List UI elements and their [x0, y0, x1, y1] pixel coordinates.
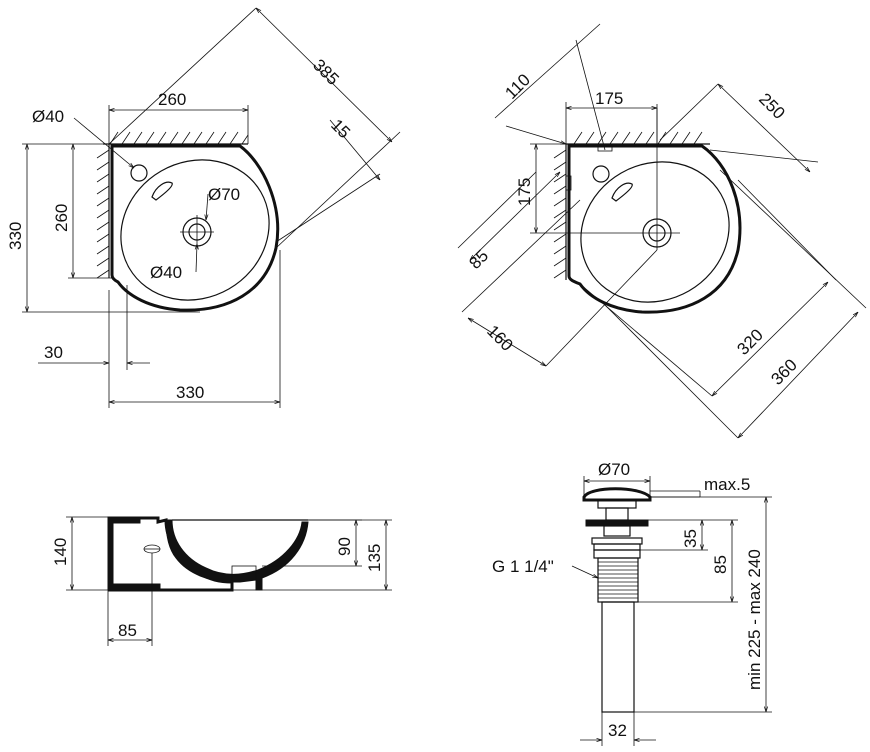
drain-thread-label: G 1 1/4" [492, 557, 554, 576]
corner-dim-250: 250 [755, 89, 788, 122]
drain-dim-32: 32 [608, 721, 627, 740]
corner-overflow-slot [611, 182, 633, 202]
basin-outline [110, 144, 280, 312]
corner-view: 110 175 250 175 85 160 320 360 [457, 23, 867, 438]
dim-offset-30: 30 [44, 343, 63, 362]
dim-drain-inner: Ø40 [150, 263, 182, 282]
drain-view: Ø70 max.5 35 85 min 225 - max 240 G 1 1/… [492, 460, 772, 746]
drain-nut [591, 537, 643, 545]
drain-cap [582, 487, 652, 502]
corner-dim-85: 85 [465, 246, 492, 273]
corner-dim-175-side: 175 [515, 178, 534, 206]
dim-diag-385: 385 [309, 55, 342, 88]
top-view: 260 385 15 Ø40 330 260 Ø70 Ø40 30 [6, 8, 401, 408]
corner-dim-320: 320 [733, 325, 766, 358]
drain-pipe [601, 601, 635, 713]
drain-dim-85: 85 [711, 555, 730, 574]
side-bowl-section [165, 519, 309, 591]
drain-dim-cap: Ø70 [598, 460, 630, 479]
dim-width-top: 260 [158, 90, 186, 109]
corner-dim-160: 160 [483, 321, 516, 354]
dim-height-330: 330 [6, 222, 25, 250]
dim-tap-hole: Ø40 [32, 107, 64, 126]
drain-dim-35: 35 [681, 529, 700, 548]
tap-hole-icon [130, 164, 148, 182]
wall-hatch-top [103, 131, 249, 145]
basin-bowl [120, 159, 270, 301]
corner-basin-bowl [580, 161, 730, 303]
side-dim-135: 135 [365, 544, 384, 572]
corner-wall-hatch-top [566, 131, 710, 145]
overflow-slot [151, 181, 173, 201]
corner-tap-hole-icon [592, 165, 610, 183]
dim-width-330: 330 [176, 383, 204, 402]
corner-dim-360: 360 [767, 355, 800, 388]
wall-hatch-left [96, 144, 110, 279]
side-view: 140 90 135 85 [51, 516, 392, 646]
corner-basin-outline [567, 144, 742, 314]
dim-gap-15: 15 [327, 115, 354, 142]
side-dim-90: 90 [335, 537, 354, 556]
corner-dim-175-top: 175 [595, 89, 623, 108]
drain-dim-range: min 225 - max 240 [745, 549, 764, 690]
drain-thread [597, 557, 639, 603]
drain-dim-max5: max.5 [704, 475, 750, 494]
side-dim-140: 140 [51, 538, 70, 566]
drain-flange [585, 519, 649, 527]
dim-height-260: 260 [52, 204, 71, 232]
dim-drain-outer: Ø70 [208, 185, 240, 204]
corner-dim-110: 110 [501, 70, 534, 103]
side-dim-85: 85 [118, 621, 137, 640]
corner-wall-hatch-left [553, 144, 567, 280]
